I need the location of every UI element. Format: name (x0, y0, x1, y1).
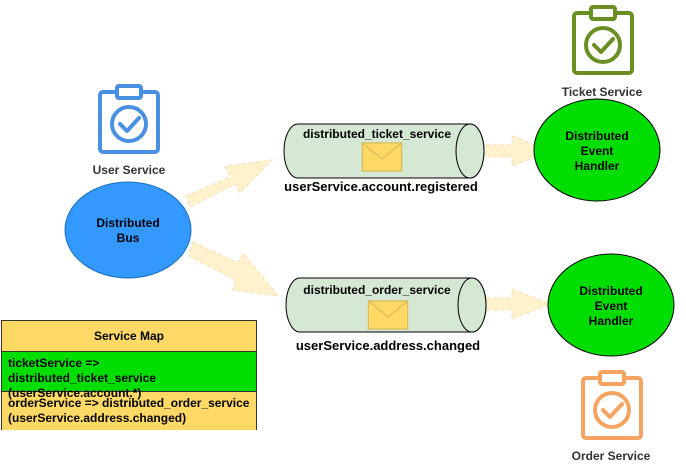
clipboard-check-icon (100, 86, 158, 152)
service-map-row-mapping: ticketService => distributed_ticket_serv… (8, 356, 157, 385)
order-service: Order Service (572, 372, 651, 463)
order-event-handler: Distributed Event Handler (547, 253, 675, 357)
handler-label-line3: Handler (589, 314, 634, 328)
bus-label-line2: Bus (117, 231, 140, 245)
service-map-title: Service Map (2, 321, 256, 352)
queue-order-service: distributed_order_service userService.ad… (285, 277, 487, 353)
handler-label-line3: Handler (575, 159, 620, 173)
service-map-table: Service Map ticketService => distributed… (1, 320, 257, 430)
service-map-row-mapping: orderService => distributed_order_servic… (8, 396, 250, 410)
routing-key: userService.account.registered (284, 179, 478, 194)
order-service-label: Order Service (572, 449, 651, 463)
handler-label-line1: Distributed (579, 284, 642, 298)
bus-to-order-queue-arrow (188, 241, 280, 297)
bus-to-ticket-queue-arrow (185, 159, 274, 208)
queue-name: distributed_ticket_service (303, 127, 451, 141)
clipboard-check-icon (574, 7, 632, 73)
bus-label-line1: Distributed (96, 216, 159, 230)
ticket-event-handler: Distributed Event Handler (533, 98, 661, 202)
envelope-icon (361, 142, 403, 172)
queue-ticket-service: distributed_ticket_service userService.a… (283, 123, 485, 194)
handler-label-line1: Distributed (565, 129, 628, 143)
ticket-service-label: Ticket Service (562, 85, 643, 99)
user-service: User Service (93, 86, 166, 177)
routing-key: userService.address.changed (296, 338, 480, 353)
service-map-row: orderService => distributed_order_servic… (2, 392, 256, 430)
arrows (185, 135, 552, 320)
user-service-label: User Service (93, 163, 166, 177)
handler-label-line2: Event (595, 299, 628, 313)
service-map-row-pattern: (userService.account.*) (8, 386, 142, 400)
service-map-row-pattern: (userService.address.changed) (8, 411, 187, 425)
order-queue-to-handler-arrow (485, 288, 552, 320)
distributed-bus: Distributed Bus (64, 181, 192, 279)
queue-name: distributed_order_service (303, 283, 451, 297)
clipboard-check-icon (583, 372, 641, 438)
handler-label-line2: Event (581, 144, 614, 158)
service-map-row: ticketService => distributed_ticket_serv… (2, 352, 256, 400)
ticket-service: Ticket Service (562, 7, 643, 99)
ticket-queue-to-handler-arrow (485, 135, 552, 167)
envelope-icon (367, 300, 409, 330)
